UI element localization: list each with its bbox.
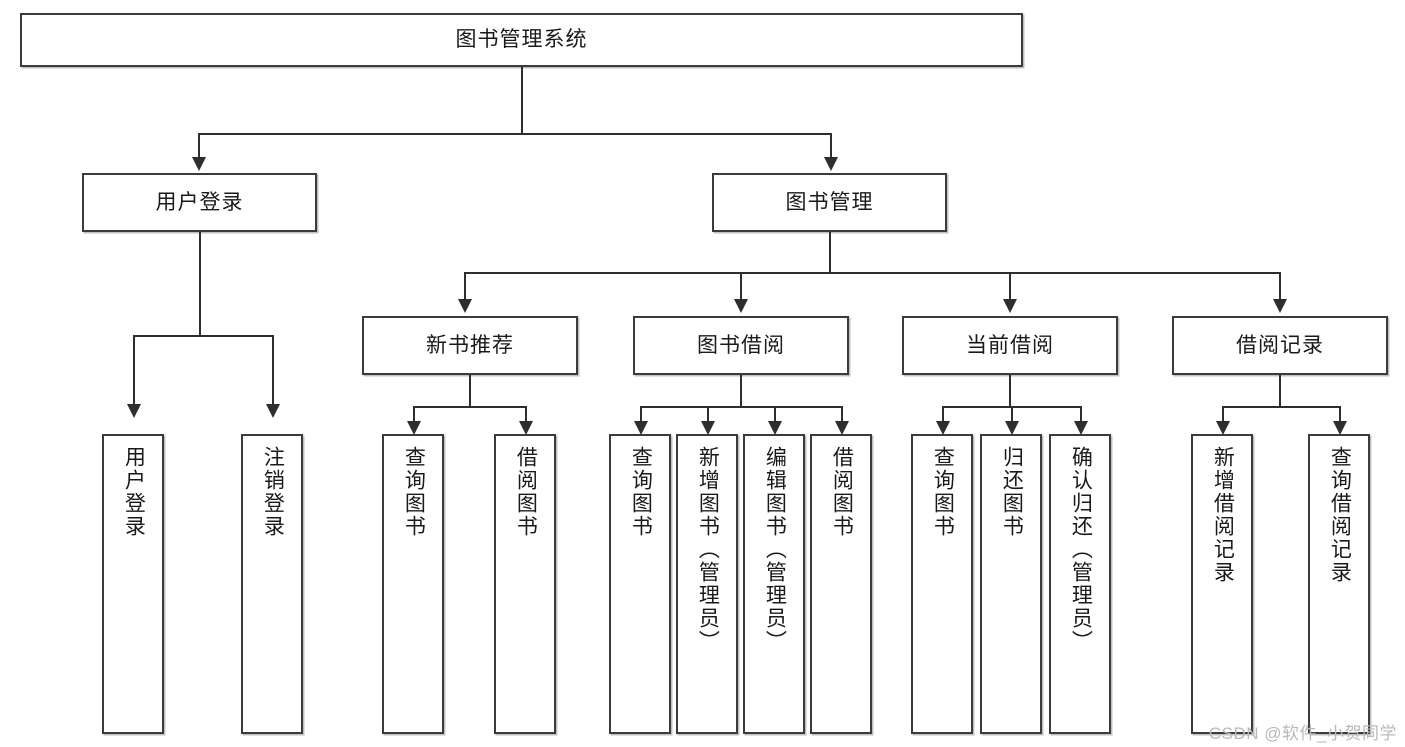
node-label: 借阅记录 [1236,333,1324,357]
edge-root-to-book-mgmt [830,133,832,159]
node-current-borrow[interactable]: 当前借阅 [902,316,1118,375]
node-user-login[interactable]: 用户登录 [82,173,317,232]
node-label: 借阅图书 [514,446,538,538]
leaf-book-borrow-edit[interactable]: 编辑图书（管理员） [743,434,805,734]
edge-record-stem [1279,375,1281,407]
node-label: 注销登录 [261,446,285,538]
leaf-current-borrow-return[interactable]: 归还图书 [980,434,1042,734]
leaf-user-login-login[interactable]: 用户登录 [102,434,164,734]
edge-root-stem [521,67,523,134]
leaf-new-books-borrow[interactable]: 借阅图书 [494,434,556,734]
edge-current-to-leaf-3 [1080,406,1082,423]
edge-current-stem [1009,375,1011,407]
node-label: 图书管理 [785,190,874,214]
node-label: 新书推荐 [426,333,514,357]
arrow-book-mgmt-to-new-books [458,299,472,313]
node-label: 查询图书 [402,446,426,538]
node-label: 图书管理系统 [455,28,588,52]
node-label: 归还图书 [1000,446,1024,538]
edge-record-to-leaf-1 [1222,406,1224,423]
edge-current-to-leaf-2 [1011,406,1013,423]
node-label: 查询借阅记录 [1328,446,1352,584]
edge-record-bus [1222,406,1339,408]
arrow-borrow-to-leaf-3 [768,421,782,435]
arrow-record-to-leaf-2 [1333,421,1347,435]
node-label: 用户登录 [122,446,146,538]
edge-record-to-leaf-2 [1339,406,1341,423]
edge-current-to-leaf-1 [942,406,944,423]
arrow-book-mgmt-to-current [1003,299,1017,313]
arrow-borrow-to-leaf-2 [701,421,715,435]
edge-book-mgmt-to-record [1279,272,1281,300]
node-new-book-recommend[interactable]: 新书推荐 [362,316,578,375]
node-label: 查询图书 [931,446,955,538]
edge-book-mgmt-stem [829,232,831,274]
node-label: 当前借阅 [966,333,1054,357]
edge-user-login-to-leaf-2 [272,335,274,405]
node-label: 新增图书（管理员） [696,446,720,653]
node-label: 借阅图书 [830,446,854,538]
edge-borrow-to-leaf-2 [707,406,709,423]
arrow-current-to-leaf-1 [936,421,950,435]
leaf-book-borrow-query[interactable]: 查询图书 [609,434,671,734]
arrow-current-to-leaf-3 [1074,421,1088,435]
arrow-root-to-book-mgmt [824,157,838,171]
node-label: 确认归还（管理员） [1069,446,1093,653]
leaf-user-login-logout[interactable]: 注销登录 [241,434,303,734]
arrow-borrow-to-leaf-1 [634,421,648,435]
node-label: 图书借阅 [697,333,785,357]
node-book-management[interactable]: 图书管理 [712,173,947,232]
arrow-user-login-to-leaf-2 [266,404,280,418]
edge-book-mgmt-to-current [1009,272,1011,300]
edge-borrow-to-leaf-1 [640,406,642,423]
node-root-library-system[interactable]: 图书管理系统 [20,13,1023,67]
arrow-new-books-to-leaf-2 [519,421,533,435]
node-book-borrow[interactable]: 图书借阅 [633,316,849,375]
leaf-current-borrow-query[interactable]: 查询图书 [911,434,973,734]
node-label: 用户登录 [155,190,244,214]
edge-borrow-to-leaf-4 [841,406,843,423]
node-label: 新增借阅记录 [1211,446,1235,584]
edge-book-mgmt-bus [464,272,1281,274]
leaf-book-borrow-borrow[interactable]: 借阅图书 [810,434,872,734]
node-label: 查询图书 [629,446,653,538]
leaf-new-books-query[interactable]: 查询图书 [382,434,444,734]
arrow-new-books-to-leaf-1 [407,421,421,435]
node-label: 编辑图书（管理员） [763,446,787,653]
edge-root-bus [198,133,832,135]
leaf-book-borrow-add[interactable]: 新增图书（管理员） [676,434,738,734]
edge-new-books-bus [413,406,525,408]
edge-borrow-bus [640,406,843,408]
arrow-record-to-leaf-1 [1216,421,1230,435]
edge-new-books-to-leaf-2 [525,406,527,423]
edge-user-login-bus [133,335,273,337]
arrow-user-login-to-leaf-1 [127,404,141,418]
edge-user-login-stem [199,232,201,336]
arrow-book-mgmt-to-record [1273,299,1287,313]
arrow-borrow-to-leaf-4 [835,421,849,435]
leaf-borrow-record-query[interactable]: 查询借阅记录 [1308,434,1370,734]
edge-borrow-to-leaf-3 [774,406,776,423]
arrow-root-to-user-login [192,157,206,171]
edge-root-to-user-login [198,133,200,159]
node-borrow-record[interactable]: 借阅记录 [1172,316,1388,375]
edge-book-mgmt-to-borrow [740,272,742,300]
edge-new-books-to-leaf-1 [413,406,415,423]
edge-user-login-to-leaf-1 [133,335,135,405]
arrow-book-mgmt-to-borrow [734,299,748,313]
edge-new-books-stem [469,375,471,407]
edge-borrow-stem [740,375,742,407]
arrow-current-to-leaf-2 [1005,421,1019,435]
leaf-current-borrow-confirm-return[interactable]: 确认归还（管理员） [1049,434,1111,734]
edge-book-mgmt-to-new-books [464,272,466,300]
leaf-borrow-record-add[interactable]: 新增借阅记录 [1191,434,1253,734]
